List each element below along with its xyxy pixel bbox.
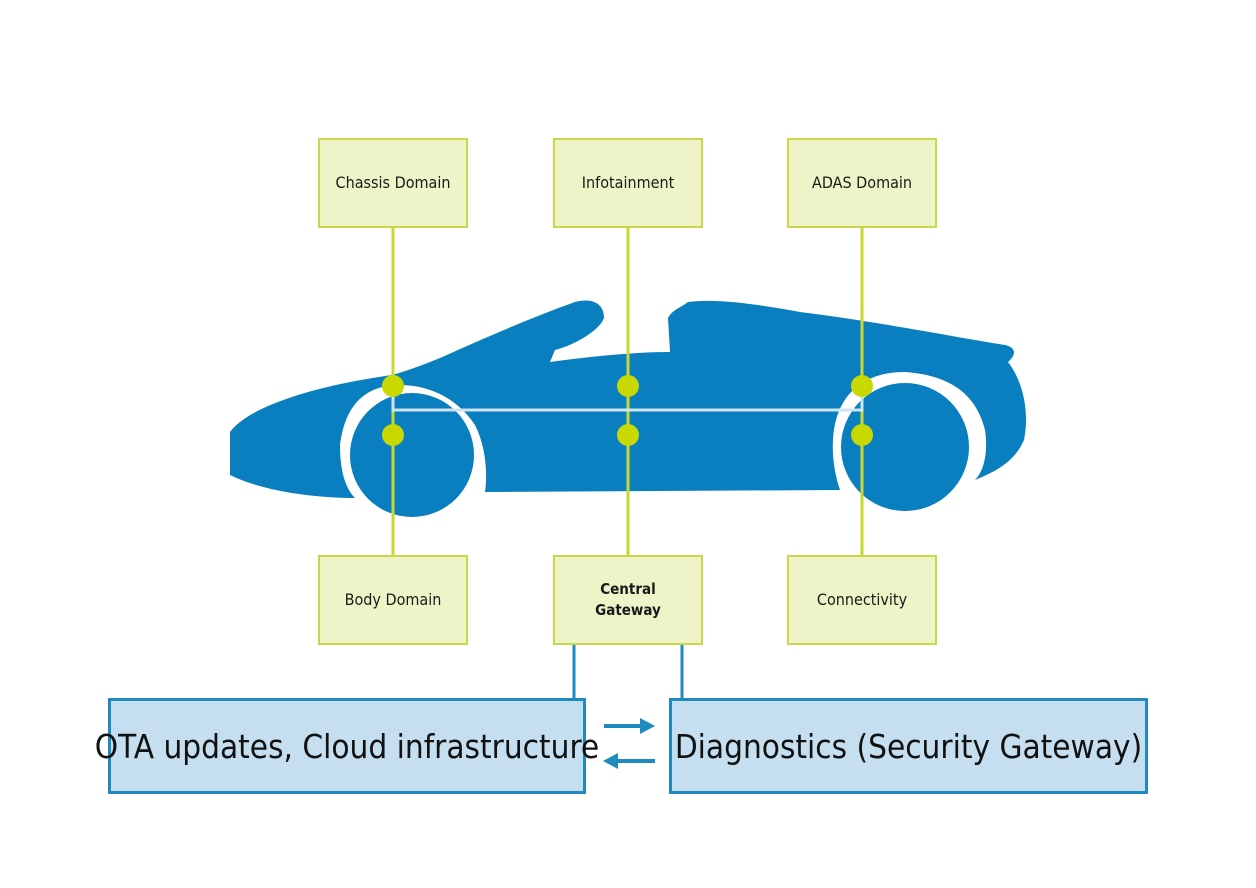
- connectivity-node: [851, 424, 873, 446]
- right-arrow-icon: [604, 718, 655, 734]
- left-arrow-icon: [603, 753, 655, 769]
- adas-node: [851, 375, 873, 397]
- body-node: [382, 424, 404, 446]
- connectivity-box: Connectivity: [787, 555, 937, 645]
- adas-domain-label: ADAS Domain: [811, 172, 913, 192]
- diagnostics-label: Diagnostics (Security Gateway): [674, 726, 1143, 766]
- central-gateway-box: Central Gateway: [553, 555, 703, 645]
- body-domain-box: Body Domain: [318, 555, 468, 645]
- ota-cloud-label: OTA updates, Cloud infrastructure: [94, 726, 600, 766]
- infotainment-node: [617, 375, 639, 397]
- connectivity-label: Connectivity: [816, 589, 908, 609]
- rear-wheel: [350, 393, 474, 517]
- ota-cloud-box: OTA updates, Cloud infrastructure: [95, 698, 599, 794]
- infotainment-label: Infotainment: [581, 172, 675, 192]
- vehicle-bus: [391, 386, 864, 412]
- adas-domain-box: ADAS Domain: [787, 138, 937, 228]
- gateway-node: [617, 424, 639, 446]
- central-gateway-label: Central Gateway: [595, 580, 661, 619]
- chassis-domain-box: Chassis Domain: [318, 138, 468, 228]
- infotainment-box: Infotainment: [553, 138, 703, 228]
- diagnostics-box: Diagnostics (Security Gateway): [669, 698, 1148, 794]
- front-wheel: [841, 383, 969, 511]
- body-domain-label: Body Domain: [344, 589, 442, 609]
- chassis-node: [382, 375, 404, 397]
- chassis-domain-label: Chassis Domain: [335, 172, 451, 192]
